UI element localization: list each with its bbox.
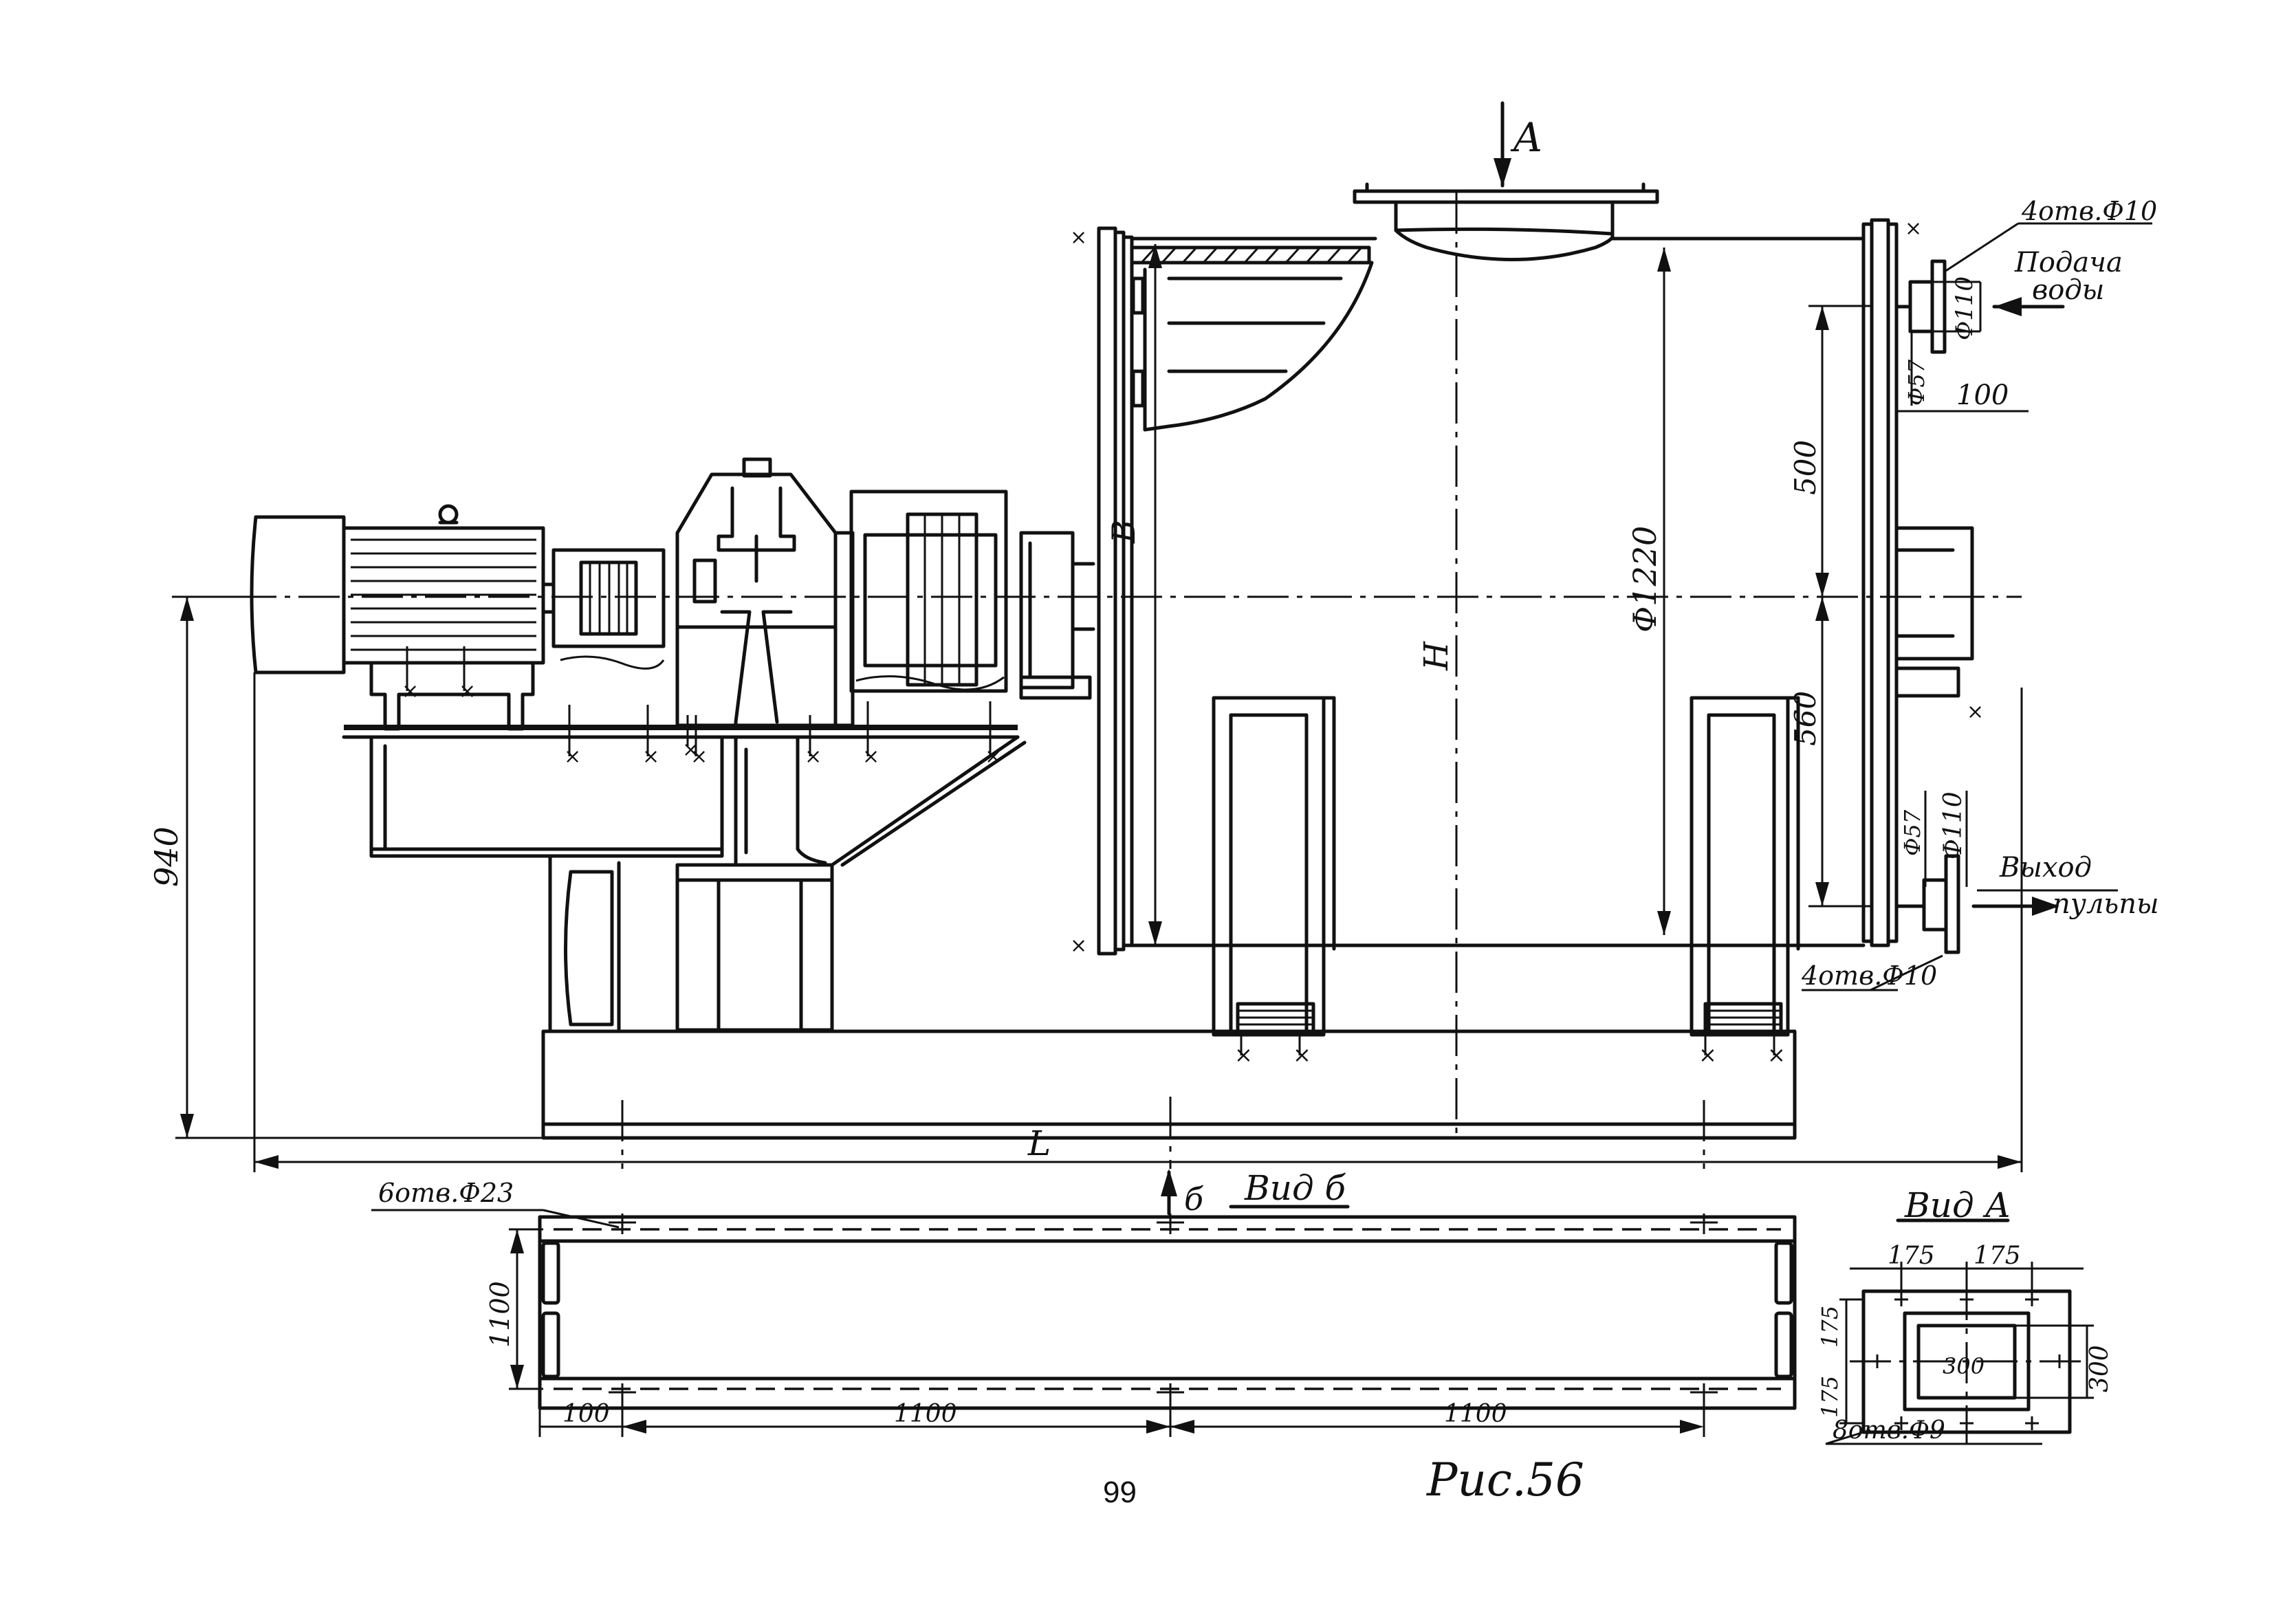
holes-top-label: 4отв.Ф10: [2021, 196, 2157, 226]
svg-text:×: ×: [1234, 1042, 1253, 1068]
svg-text:×: ×: [805, 745, 822, 769]
dim-500-label: 500: [1789, 440, 1822, 495]
svg-text:×: ×: [690, 745, 708, 769]
svg-text:×: ×: [1293, 1042, 1311, 1068]
svg-text:×: ×: [1905, 217, 1922, 241]
dim-560-label: 560: [1789, 691, 1822, 746]
view-b-dim-1100-right: 1100: [1444, 1400, 1507, 1428]
view-b-base-plan: Вид б 6отв.Ф23 1100 100 1100 1100: [371, 1168, 1797, 1437]
view-a-dim-175-lower: 175: [1817, 1376, 1843, 1418]
electric-motor: × ×: [250, 504, 556, 731]
coupling-motor-reducer: [551, 548, 666, 670]
view-b-dim-1100-left: 1100: [894, 1400, 957, 1428]
svg-text:×: ×: [564, 745, 581, 769]
view-a-dim-300-side: 300: [2086, 1345, 2114, 1392]
view-a-flange: Вид А 175 175 175 175 300 300 8отв.Ф9: [1817, 1185, 2114, 1445]
pulp-outlet-label-line2: пульпы: [2053, 888, 2159, 920]
view-a-dim-175-upper: 175: [1817, 1306, 1843, 1348]
dim-diameter-1220-label: Ф1220: [1626, 526, 1663, 633]
dim-l-label: L: [1027, 1123, 1051, 1163]
view-b-dim-1100-height: 1100: [485, 1281, 515, 1348]
main-base: [541, 1029, 1797, 1169]
view-b-title: Вид б: [1244, 1168, 1346, 1208]
svg-text:×: ×: [1070, 934, 1087, 958]
overall-dimensions: [175, 595, 2023, 1216]
water-inlet-label-line2: воды: [2032, 274, 2104, 306]
mill-elevation: × × ×: [148, 101, 2159, 1218]
view-a-dim-300-inner: 300: [1943, 1353, 1985, 1379]
dim-940-label: 940: [148, 826, 185, 887]
svg-text:×: ×: [459, 679, 476, 703]
view-a-title: Вид А: [1904, 1185, 2011, 1225]
svg-text:×: ×: [1070, 226, 1087, 250]
svg-text:×: ×: [1698, 1042, 1717, 1068]
svg-text:×: ×: [862, 745, 879, 769]
svg-text:×: ×: [642, 745, 659, 769]
svg-text:×: ×: [1767, 1042, 1786, 1068]
dim-b-vertical-label: В: [1105, 520, 1142, 544]
svg-text:×: ×: [1967, 700, 1984, 724]
dim-d57-bottom-label: Ф57: [1899, 809, 1925, 856]
reducer-gearbox: ×: [675, 457, 855, 762]
coupling-reducer-mill: [849, 490, 1095, 700]
dim-100-label: 100: [1956, 380, 2009, 411]
view-a-dim-175-right: 175: [1974, 1242, 2021, 1270]
svg-text:×: ×: [402, 679, 419, 703]
view-a-holes-label: 8отв.Ф9: [1833, 1416, 1945, 1445]
dim-h-label: Н: [1417, 641, 1456, 671]
dim-d57-top-label: Ф57: [1903, 359, 1929, 406]
water-inlet-label-line1: Подача: [2014, 247, 2123, 278]
pulp-outlet-label-line1: Выход: [1999, 852, 2092, 884]
view-arrow-b-label: б: [1184, 1181, 1204, 1218]
view-b-dim-100: 100: [562, 1400, 610, 1428]
view-arrow-a-label: А: [1510, 114, 1543, 161]
figure-caption: Рис.56: [1426, 1453, 1584, 1506]
svg-text:×: ×: [985, 745, 1002, 769]
page-number: 99: [1103, 1475, 1137, 1509]
view-b-holes-label: 6отв.Ф23: [378, 1178, 514, 1208]
view-a-dim-175-left: 175: [1888, 1242, 1935, 1270]
mill-drum: × × ×: [1070, 101, 1922, 1141]
dim-d110-top-label: Ф110: [1951, 276, 1978, 340]
dim-d110-bottom-label: Ф110: [1939, 791, 1967, 859]
holes-bottom-label: 4отв.Ф10: [1801, 961, 1937, 991]
trunnion-assembly: ×: [1802, 222, 2152, 1152]
